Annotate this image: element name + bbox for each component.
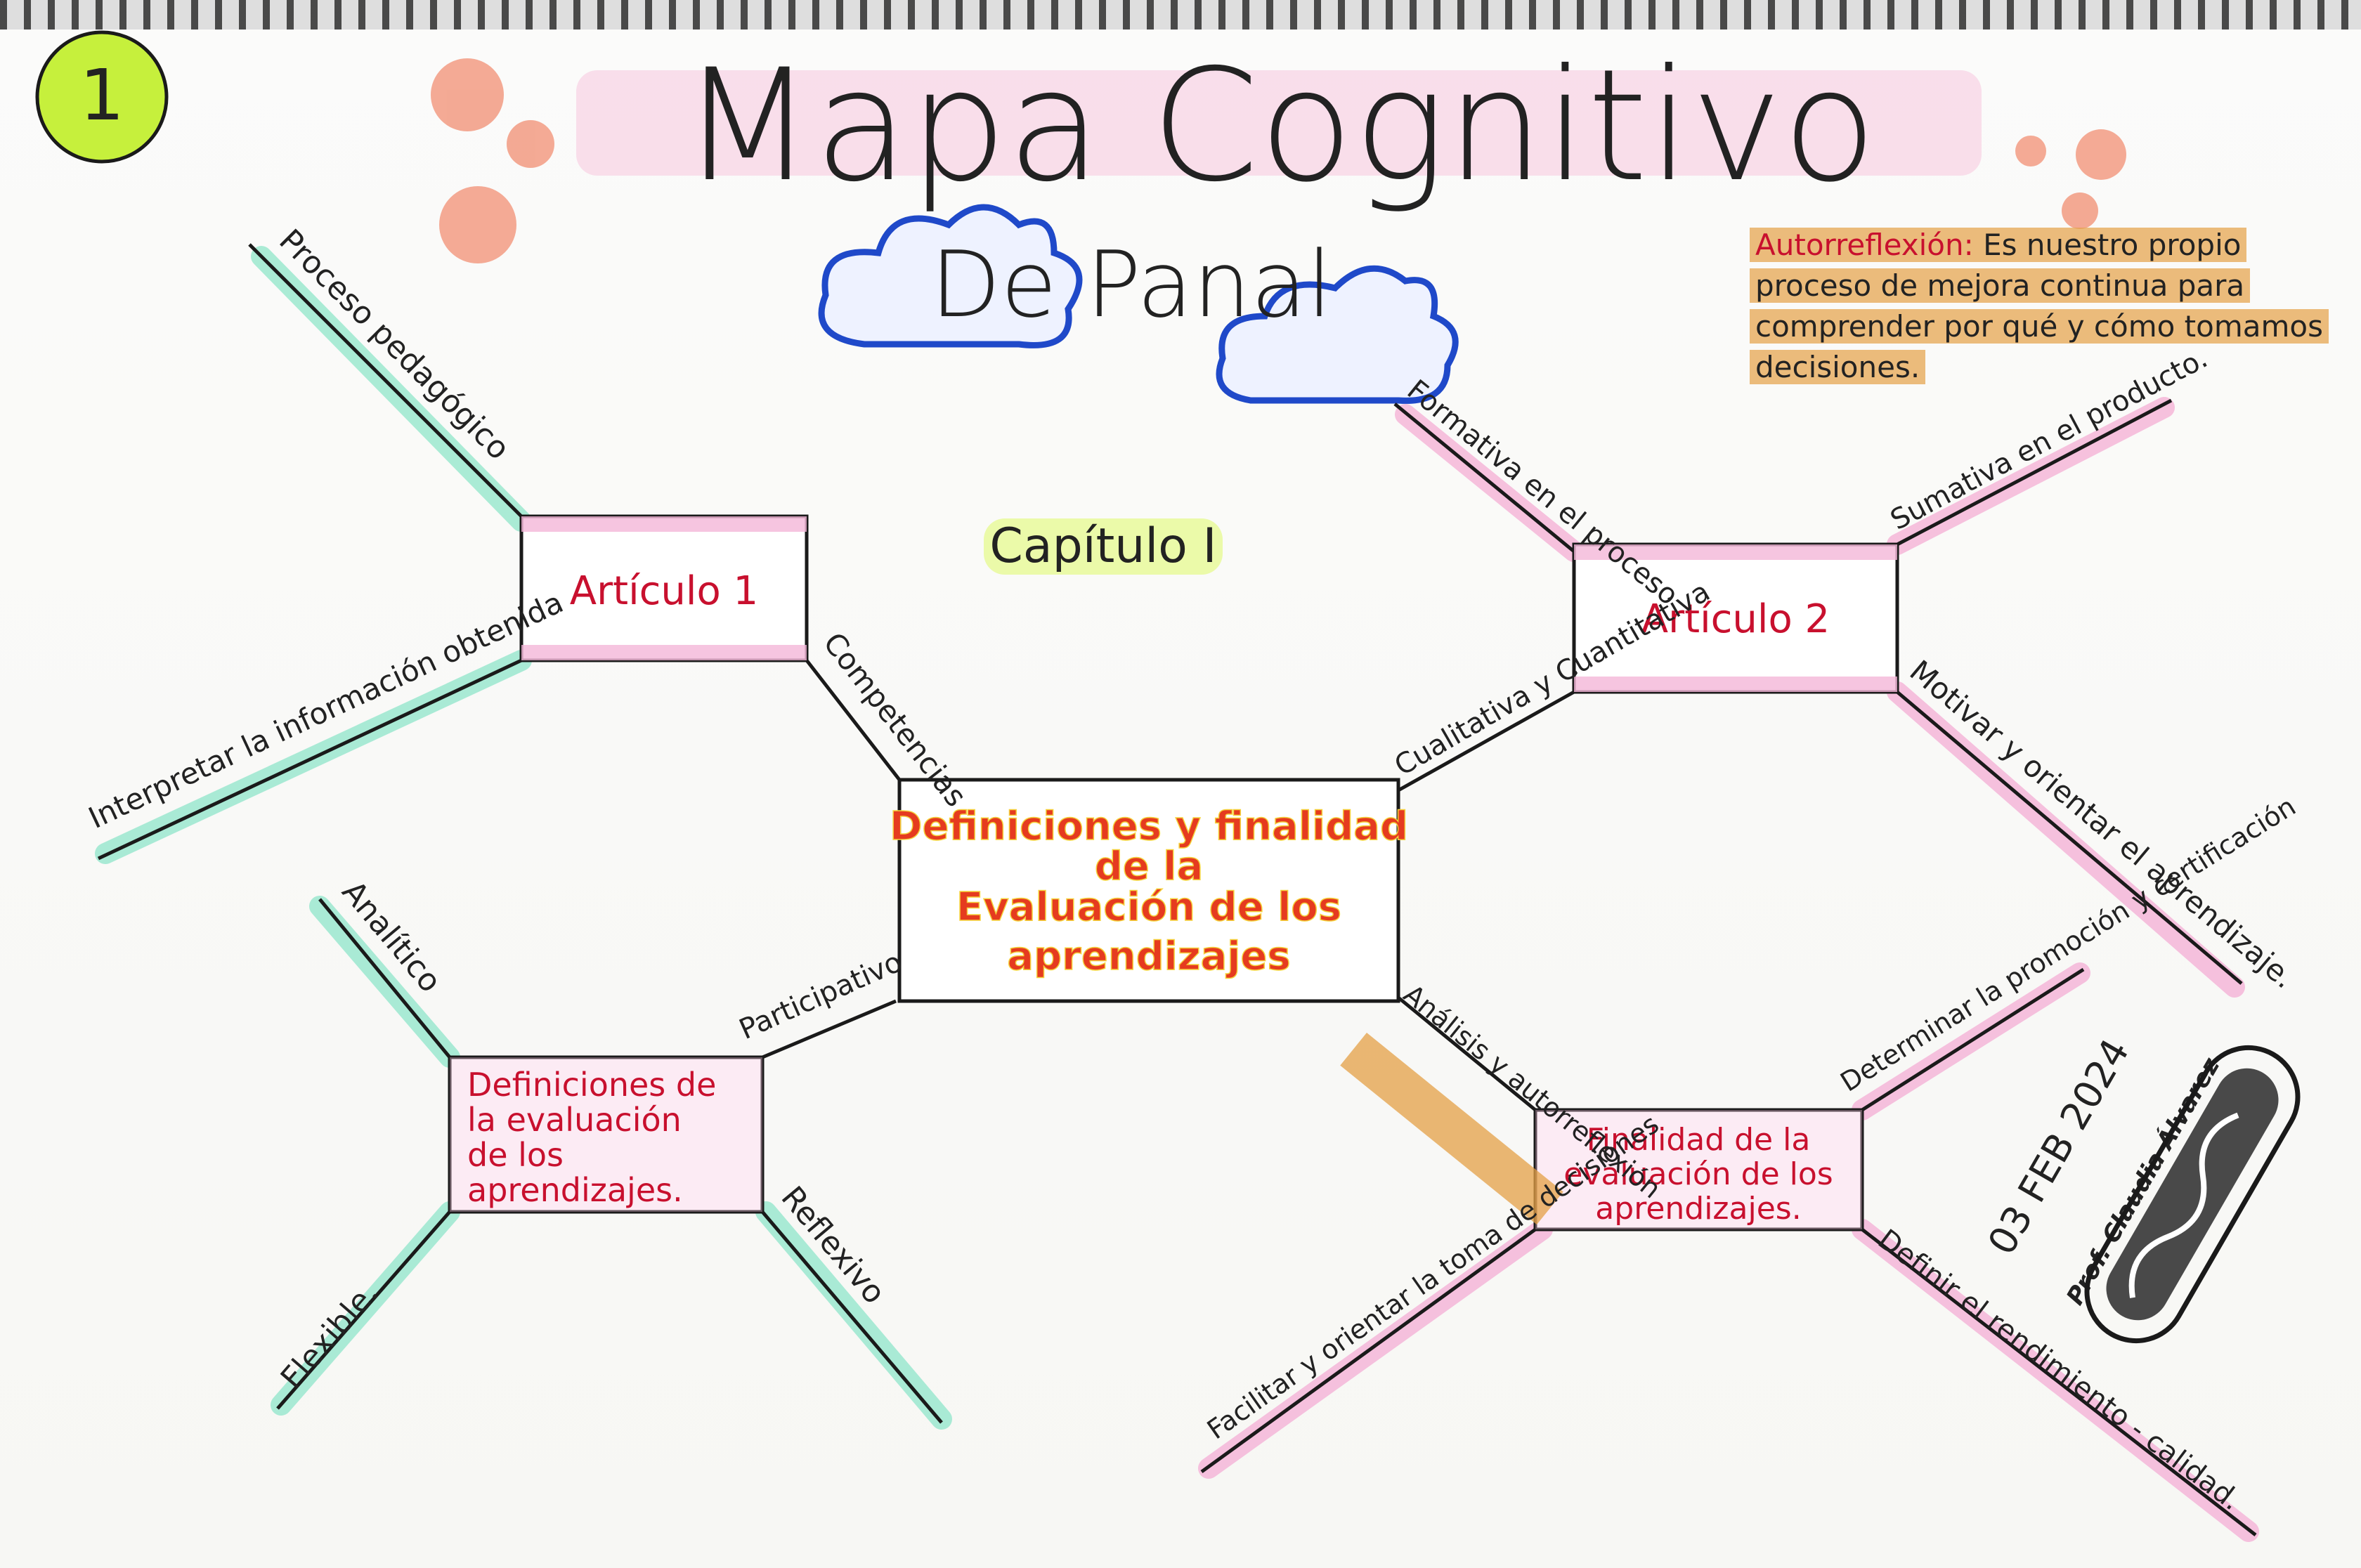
box-highlight	[450, 1057, 762, 1212]
box-highlight	[1535, 1110, 1862, 1229]
page-subtitle: De Panal	[930, 231, 1332, 338]
branch-line-motivar	[1896, 691, 2243, 985]
branch-line-proceso	[248, 243, 523, 518]
articulo-2-title: Artículo 2	[1641, 596, 1830, 642]
dot	[431, 58, 504, 131]
box-highlight	[521, 645, 807, 660]
branch-definir: Definir el rendimiento - calidad.	[1872, 1223, 2247, 1517]
note-lead: Autorreflexión:	[1755, 228, 1974, 262]
subtitle-cloud: De Panal	[818, 204, 1459, 404]
branch-line-flexible	[276, 1210, 451, 1410]
decorative-dots	[431, 58, 2126, 263]
branch-line-determinar	[1861, 967, 2085, 1112]
chapter-label: Capítulo I	[984, 518, 1223, 575]
articulo-1-title: Artículo 1	[570, 568, 758, 614]
branch-line-sumativa	[1896, 398, 2173, 547]
branch-line-definir	[1861, 1228, 2257, 1536]
branch-interpretar: Interpretar la información obtenida	[84, 584, 568, 835]
center-line-4: aprendizajes	[1007, 934, 1291, 979]
box-highlight	[1574, 677, 1897, 692]
page-title: Mapa Cognitivo	[681, 36, 1877, 216]
branch-competencias: Competencias	[817, 626, 973, 813]
branch-line-facilitar	[1200, 1227, 1537, 1474]
branch-line-competencias	[805, 659, 901, 781]
page-number-circle	[35, 30, 169, 164]
node-articulo-1: Artículo 1	[519, 514, 809, 662]
stamp-seal-outline	[2084, 1045, 2301, 1344]
cloud-left	[818, 204, 1083, 348]
highlight	[755, 1201, 952, 1430]
branch-line-formativa	[1393, 403, 1575, 553]
branch-line-analisis	[1397, 996, 1537, 1111]
branch-line-participativo	[762, 999, 897, 1059]
finalidad-line-3: aprendizajes.	[1595, 1191, 1801, 1227]
definiciones-line-4: aprendizajes.	[467, 1171, 683, 1209]
box-highlight	[1574, 544, 1897, 560]
finalidad-line-1: Finalidad de la	[1587, 1122, 1811, 1158]
page-number-badge: 1	[35, 30, 169, 164]
node-articulo-2: Artículo 2	[1572, 542, 1899, 694]
node-center: Definiciones y finalidad de la Evaluació…	[889, 778, 1409, 1003]
branch-formativa: Formativa en el proceso	[1401, 374, 1684, 612]
analisis-highlight	[1340, 1033, 1563, 1225]
definiciones-line-1: Definiciones de	[467, 1066, 716, 1104]
center-line-3: Evaluación de los	[956, 884, 1341, 930]
branch-facilitar: Facilitar y orientar la toma de decision…	[1202, 1109, 1665, 1446]
branch-line-analitico	[318, 898, 451, 1059]
stamp-seal-mark	[2128, 1112, 2239, 1298]
center-line-1: Definiciones y finalidad	[890, 804, 1408, 849]
box-center	[897, 778, 1400, 1003]
box-definiciones	[448, 1055, 765, 1214]
box-articulo-1	[519, 514, 809, 662]
spiral-binding	[0, 0, 2361, 30]
chapter-text: Capítulo I	[989, 518, 1216, 574]
note-text: Es nuestro propio proceso de mejora cont…	[1755, 228, 2323, 384]
dot	[439, 186, 516, 263]
stamp-seal-fill	[2106, 1068, 2279, 1321]
branch-flexible: Flexible.	[274, 1275, 386, 1396]
node-definiciones: Definiciones de la evaluación de los apr…	[448, 1055, 765, 1214]
branch-line-cualitativa	[1397, 690, 1575, 792]
teacher-stamp: 03 FEB 2024 Prof. Claudia Álvarez	[1979, 1031, 2301, 1344]
definiciones-line-2: la evaluación	[467, 1101, 682, 1139]
chapter-highlight	[984, 518, 1223, 575]
title-group: Mapa Cognitivo	[576, 36, 1982, 216]
dot	[507, 120, 554, 168]
self-reflection-note: Autorreflexión: Es nuestro propio proces…	[1750, 225, 2340, 388]
page-number-text: 1	[79, 54, 124, 136]
cloud-right	[1216, 265, 1459, 404]
dot	[2076, 129, 2126, 180]
branch-line-reflexivo	[761, 1210, 943, 1424]
definiciones-line-3: de los	[467, 1136, 564, 1174]
title-highlight	[576, 70, 1982, 176]
box-articulo-2	[1572, 542, 1899, 694]
center-line-2: de la	[1095, 844, 1204, 889]
dot	[2015, 136, 2046, 166]
finalidad-line-2: evaluación de los	[1563, 1156, 1833, 1192]
box-highlight	[521, 516, 807, 532]
dot	[2062, 192, 2098, 229]
connector-lines	[97, 243, 2257, 1536]
branch-line-interpretar	[97, 658, 523, 861]
stamp-seal	[2084, 1045, 2301, 1344]
highlight	[1198, 1219, 1553, 1479]
